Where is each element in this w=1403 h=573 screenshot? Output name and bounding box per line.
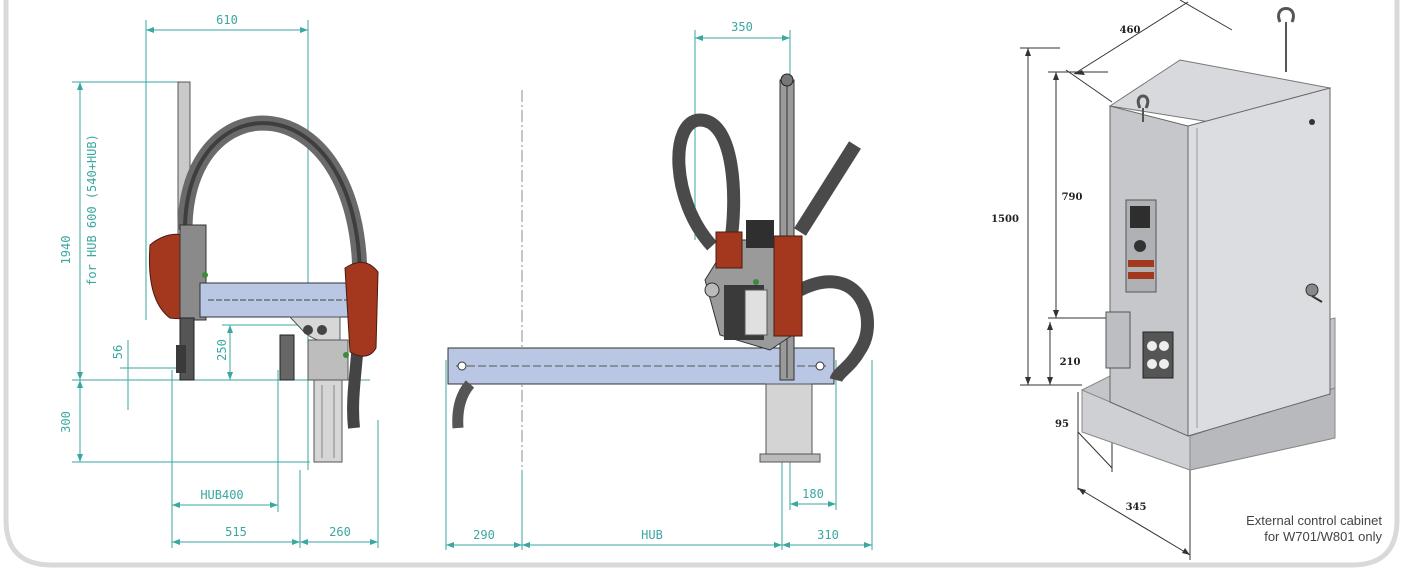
robot-front-drawing: [447, 73, 874, 463]
left-dimension-labels: 610 1940 for HUB 600 (540+HUB) 56 250 30…: [59, 13, 351, 539]
cabinet-dimension-arrows: [1025, 48, 1190, 555]
dim-460: 460: [1120, 25, 1141, 36]
dim-300: 300: [59, 411, 73, 433]
cabinet-dimension-lines: [1020, 0, 1233, 560]
left-dimension-arrows: [77, 27, 378, 545]
middle-dimension-labels: 350 180 290 HUB 310: [473, 20, 839, 542]
cabinet-dimension-labels: 460 1500 790 210 95 345: [991, 25, 1146, 513]
dim-790: 790: [1062, 192, 1083, 203]
dim-hub400: HUB400: [200, 488, 243, 502]
dim-hub: HUB: [641, 528, 663, 542]
cabinet-drawing: [1081, 7, 1336, 471]
dim-515: 515: [225, 525, 247, 539]
robot-left-drawing: [148, 81, 379, 463]
dim-1940: 1940: [59, 236, 73, 265]
dim-180: 180: [802, 487, 824, 501]
cabinet-caption: External control cabinet for W701/W801 o…: [1168, 513, 1382, 545]
dim-56: 56: [111, 345, 125, 359]
dim-250: 250: [215, 339, 229, 361]
dim-350: 350: [731, 20, 753, 34]
dim-210: 210: [1060, 357, 1081, 368]
dim-610: 610: [216, 13, 238, 27]
left-dimension-lines: [72, 20, 379, 548]
dim-hub-note: for HUB 600 (540+HUB): [85, 134, 99, 286]
dim-260: 260: [329, 525, 351, 539]
dim-290: 290: [473, 528, 495, 542]
cabinet-caption-line1: External control cabinet: [1246, 513, 1382, 528]
dim-1500: 1500: [991, 214, 1019, 225]
dim-345: 345: [1126, 502, 1147, 513]
dim-310: 310: [817, 528, 839, 542]
middle-dimension-arrows: [446, 35, 872, 548]
dim-95: 95: [1055, 419, 1069, 430]
cabinet-caption-line2: for W701/W801 only: [1264, 529, 1382, 544]
